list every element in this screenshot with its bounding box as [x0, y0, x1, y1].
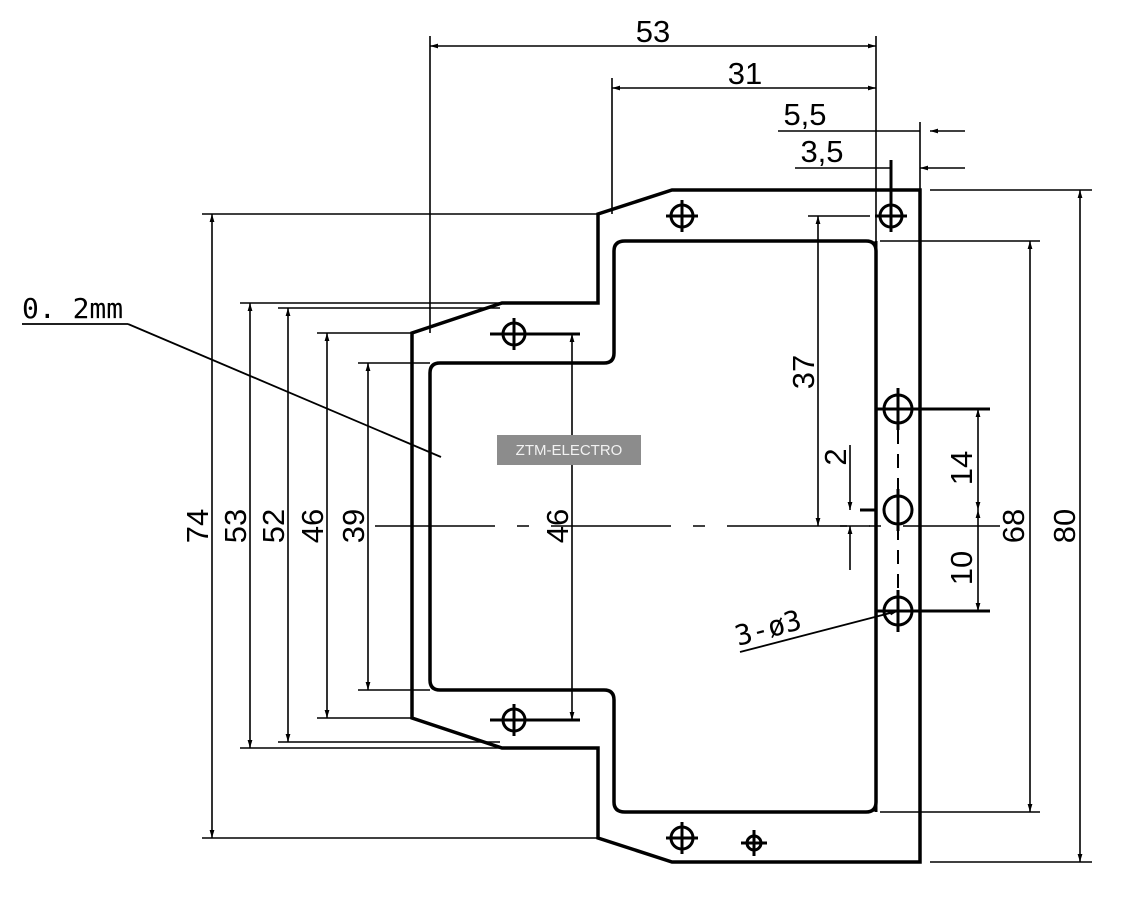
hole-right-lower-icon: [877, 590, 990, 632]
dim-68: 68: [996, 509, 1031, 543]
dim-3-5: 3,5: [800, 134, 843, 169]
hole-left-lower-icon: [490, 704, 580, 736]
hole-left-upper-icon: [490, 318, 580, 350]
dim-52: 52: [256, 509, 291, 543]
dim-14: 14: [944, 451, 979, 485]
dim-39: 39: [336, 509, 371, 543]
hole-top-left-icon: [666, 200, 698, 232]
dim-80: 80: [1047, 509, 1082, 543]
dim-5-5: 5,5: [783, 97, 826, 132]
watermark-badge: ZTM-ELECTRO: [497, 435, 641, 465]
dim-37: 37: [786, 355, 821, 389]
dim-74: 74: [180, 509, 215, 543]
dim-46-left: 46: [295, 509, 330, 543]
extension-lines: [202, 36, 1092, 863]
dim-46-center: 46: [540, 509, 575, 543]
hole-bottom-left-icon: [666, 822, 698, 854]
hole-right-upper-icon: [877, 388, 990, 430]
dim-53-left: 53: [218, 509, 253, 543]
thickness-label: 0. 2mm: [22, 292, 123, 325]
dim-31-top: 31: [728, 56, 762, 91]
thickness-leader: [22, 323, 442, 458]
holes-leader: [739, 610, 899, 653]
dim-53-top: 53: [636, 14, 670, 49]
hole-bottom-small-icon: [741, 830, 767, 856]
hole-right-middle-icon: [860, 489, 914, 531]
dim-10: 10: [944, 551, 979, 585]
dim-2: 2: [818, 448, 853, 465]
dimension-lines: [209, 43, 1083, 862]
